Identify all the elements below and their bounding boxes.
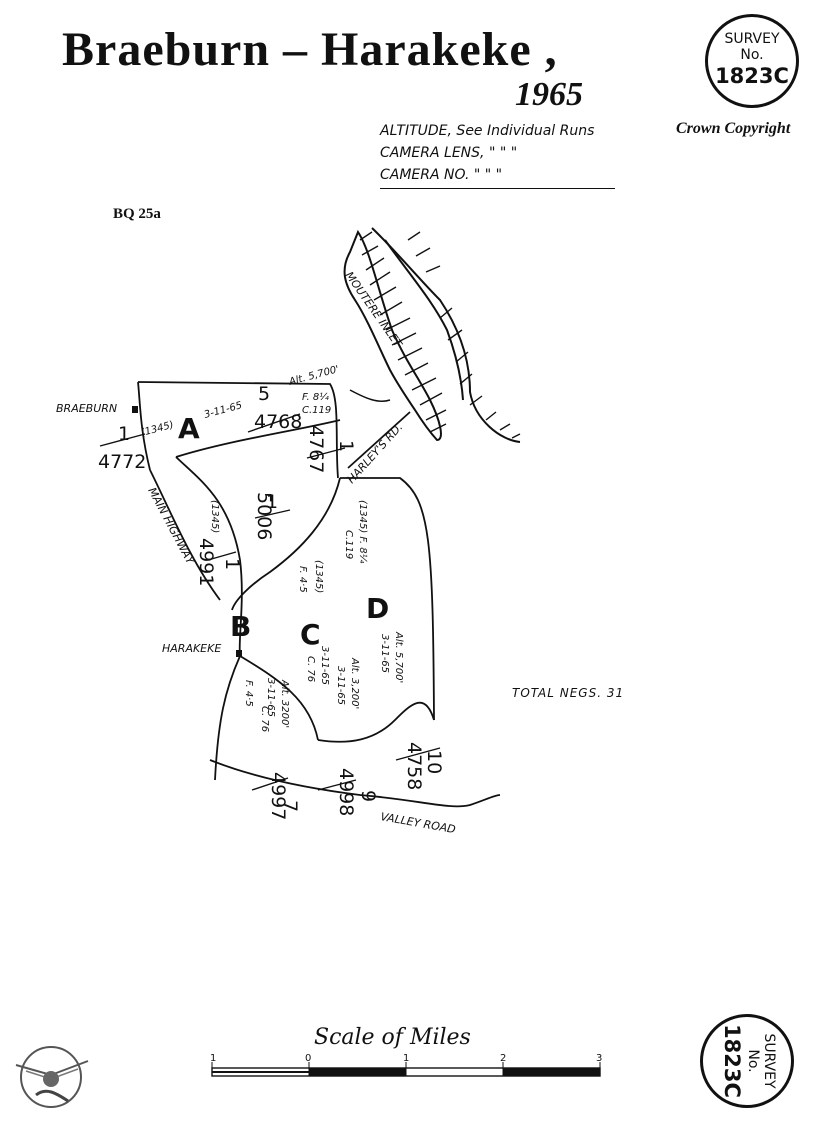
scale-tick-label: 1	[210, 1053, 216, 1064]
survey-stamp-top: SURVEY No. 1823C	[705, 14, 799, 108]
place-valley-road: VALLEY ROAD	[379, 810, 456, 836]
run-a-date: 3-11-65	[203, 400, 244, 421]
total-negatives: TOTAL NEGS. 31	[512, 686, 625, 700]
block-c: C	[300, 618, 321, 651]
place-main-highway: MAIN HIGHWAY	[145, 485, 197, 567]
run-number: 1	[221, 558, 243, 570]
crown-copyright: Crown Copyright	[676, 120, 791, 137]
run-a-focal: F. 8¼	[302, 391, 329, 403]
run-b-camera: C. 76	[259, 706, 270, 732]
run-a-camera: C.119	[302, 405, 331, 416]
run-5006-code: (1345)	[209, 500, 220, 533]
run-b-altitude: Alt. 3200'	[279, 679, 290, 728]
run-number: 1	[118, 423, 130, 445]
run-d-date: 3-11-65	[379, 634, 390, 673]
aerial-mapping-logo	[15, 1046, 89, 1108]
map-title: Braeburn – Harakeke ,	[62, 23, 558, 76]
negative-number: 4758	[403, 742, 425, 790]
map-year: 1965	[515, 76, 583, 113]
block-d: D	[366, 592, 389, 625]
flight-info: ALTITUDE, See Individual Runs CAMERA LEN…	[380, 120, 615, 189]
run-c-altitude: Alt. 3,200'	[349, 657, 360, 709]
run-number: 1	[266, 491, 278, 513]
run-c-date: 3-11-65	[319, 646, 330, 685]
negative-number: 4997	[267, 772, 289, 820]
place-harakeke: HARAKEKE	[162, 642, 221, 655]
stamp-number: 1823C	[715, 64, 789, 88]
run-number: 1	[335, 440, 357, 452]
run-number: 5	[258, 383, 270, 405]
scale-tick-label: 1	[403, 1053, 409, 1064]
run-number: 10	[423, 750, 445, 774]
moutere-inlet-shape	[343, 227, 521, 443]
scale-tick-label: 3	[596, 1053, 602, 1064]
run-c-camera: C. 76	[305, 656, 316, 682]
run-c-focal: F. 4·5	[297, 566, 308, 593]
camera-no-line: CAMERA NO. " " "	[380, 167, 503, 183]
info-underline	[380, 188, 615, 189]
block-a: A	[178, 412, 200, 445]
run-c-date-2: 3-11-65	[335, 666, 346, 705]
run-dividers	[99, 413, 441, 791]
run-a-code: (1345)	[140, 420, 175, 439]
altitude-line: ALTITUDE, See Individual Runs	[380, 123, 595, 139]
scale-bar: 1 0 1 2 3	[210, 1053, 602, 1077]
run-b-focal: F. 4·5	[243, 680, 254, 707]
negative-number: 5006	[253, 492, 275, 540]
block-b: B	[230, 610, 251, 643]
run-d-altitude: Alt. 5,700'	[393, 631, 404, 683]
braeburn-marker	[132, 406, 138, 413]
negative-number: 4991	[195, 538, 217, 586]
reference-code: BQ 25a	[113, 206, 161, 222]
place-moutere-inlet: MOUTERE INLET	[343, 269, 406, 351]
negative-number: 4768	[254, 411, 302, 433]
run-number: 7	[279, 800, 301, 812]
negative-number: 4767	[305, 425, 327, 473]
stamp-no-label: No.	[740, 47, 764, 63]
camera-lens-line: CAMERA LENS, " " "	[380, 145, 518, 161]
harakeke-marker	[236, 650, 242, 657]
scale-tick-label: 0	[305, 1053, 311, 1064]
stamp-survey-label: SURVEY	[724, 31, 780, 47]
negative-number: 4998	[335, 768, 357, 816]
place-braeburn: BRAEBURN	[56, 402, 117, 415]
negative-number: 4772	[98, 451, 146, 473]
scale-tick-label: 2	[500, 1053, 506, 1064]
scale-title: Scale of Miles	[314, 1025, 471, 1050]
place-harleys-rd: HARLEY'S RD.	[345, 421, 406, 486]
run-b-date: 3-11-65	[265, 678, 276, 717]
run-d-camera: C.119	[343, 530, 354, 559]
coverage-boundaries	[137, 381, 501, 808]
run-d-code: (1345) F. 8¼	[357, 500, 369, 564]
run-number: 9	[357, 790, 379, 802]
run-c-code: (1345)	[313, 560, 324, 593]
